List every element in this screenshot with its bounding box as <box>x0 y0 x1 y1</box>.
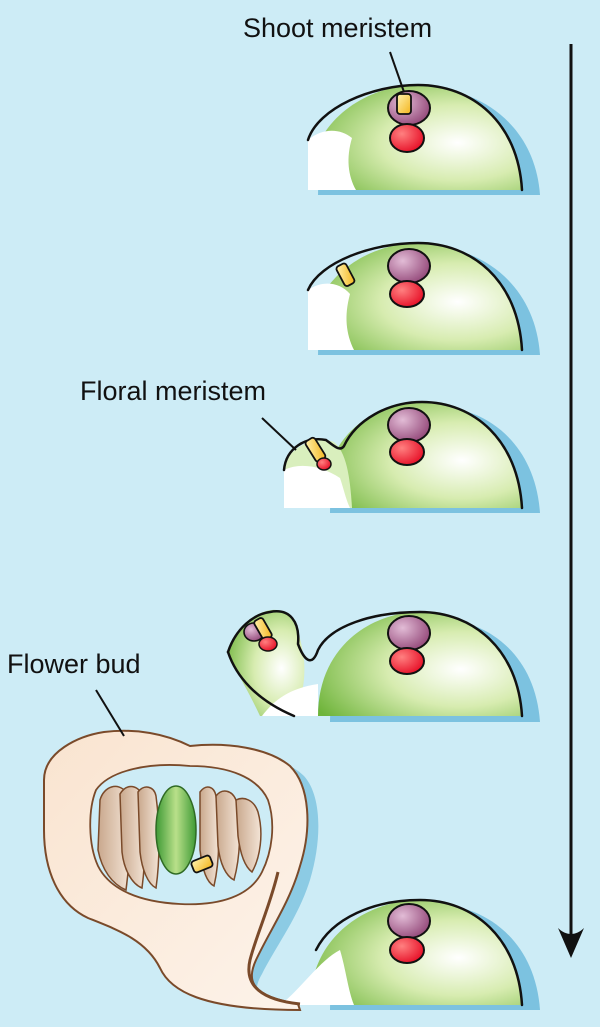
dome-outline <box>306 83 524 192</box>
flower-bud-label: Flower bud <box>7 649 141 679</box>
flower-bud-pointer <box>95 689 125 737</box>
organizing-center-cells <box>389 123 425 153</box>
bud-stem-line <box>247 871 301 1006</box>
organizing-center-cells <box>389 280 425 308</box>
stage-3-floral-meristem-emerging <box>261 400 540 513</box>
stage-2-shoot-meristem <box>306 241 540 355</box>
primordium-base-white <box>284 465 350 508</box>
stage-5-flower-bud <box>43 689 540 1012</box>
floral-red-cells <box>316 457 332 471</box>
stem-outline <box>226 650 296 718</box>
central-zone-cells <box>387 903 431 939</box>
dome-outline <box>306 241 524 352</box>
dome-outline <box>226 610 524 718</box>
shoot-meristem-pointer <box>389 51 405 93</box>
stage-1-shoot-meristem <box>306 83 540 195</box>
organizing-center-cells <box>389 936 425 964</box>
dome-base-white <box>308 130 356 190</box>
dome-outline <box>314 898 524 1007</box>
sepal-right <box>235 797 262 874</box>
arrowhead-down-icon <box>558 928 584 958</box>
central-zone-cells <box>387 407 431 443</box>
yellow-marker-cells <box>335 262 356 287</box>
floral-meristem-label: Floral meristem <box>80 376 267 406</box>
carpel-center <box>155 785 197 875</box>
central-zone-cells <box>387 615 431 651</box>
dome-base-white <box>280 950 354 1005</box>
organizing-center-cells <box>389 647 425 675</box>
dome-base-white <box>308 283 354 350</box>
central-zone-cells <box>387 248 431 284</box>
organizing-center-cells <box>389 438 425 466</box>
stage-4-floral-meristem <box>226 609 540 722</box>
shoot-meristem-label: Shoot meristem <box>243 13 433 43</box>
yellow-marker-cells <box>190 854 214 874</box>
floral-meristem-pointer <box>261 417 297 451</box>
time-arrow <box>558 44 584 958</box>
yellow-marker-cells <box>396 93 412 115</box>
floral-red-cells <box>258 636 278 652</box>
